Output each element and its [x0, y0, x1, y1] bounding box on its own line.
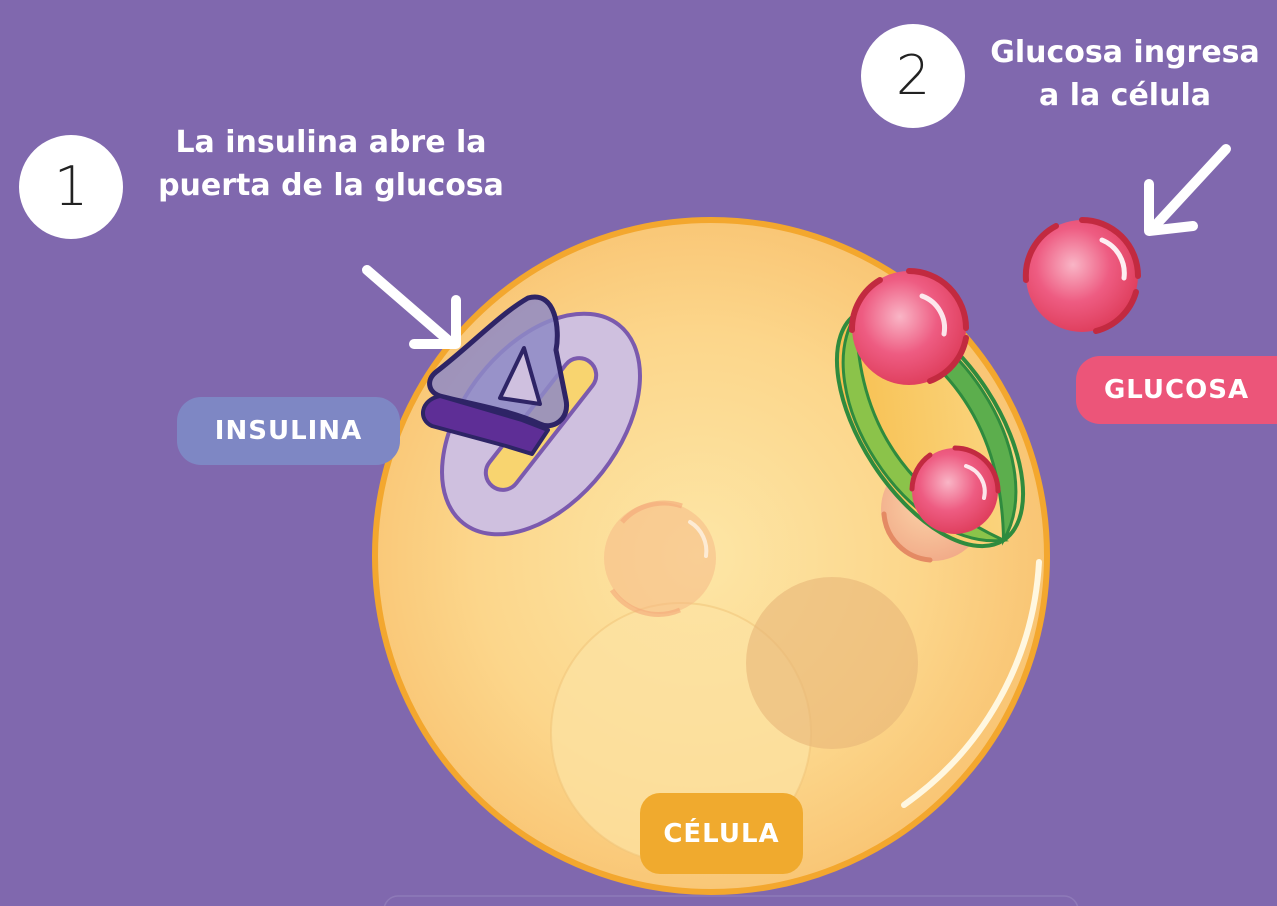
step-1-badge: 1 [19, 135, 123, 239]
cell-highlight [901, 559, 1042, 808]
glucose-bottom-channel [909, 445, 1001, 534]
step-1-number: 1 [53, 155, 89, 218]
step-1-caption-line1: La insulina abre la [175, 125, 487, 160]
arrow-icon [1144, 144, 1231, 236]
celula-label: CÉLULA [640, 793, 803, 874]
step-2-caption: Glucosa ingresa a la célula [979, 31, 1271, 117]
organelle [746, 577, 918, 749]
step-2-caption-line1: Glucosa ingresa [990, 35, 1260, 70]
step-2-badge: 2 [861, 24, 965, 128]
step-2-number: 2 [895, 44, 931, 107]
insulin-receptor-icon [421, 294, 642, 537]
insulina-label: INSULINA [177, 397, 400, 465]
glucose-molecule-icon [852, 271, 966, 385]
glucose-molecule-icon [1026, 220, 1138, 332]
glucose-outside [1022, 217, 1141, 334]
step-1-caption-line2: puerta de la glucosa [158, 168, 504, 203]
vesicle [604, 502, 716, 614]
arrow-icon [362, 265, 461, 349]
glucose-top-channel [848, 268, 969, 385]
step-2-caption-line2: a la célula [1039, 78, 1211, 113]
step-1-caption: La insulina abre la puerta de la glucosa [131, 121, 531, 207]
glucosa-label: GLUCOSA [1076, 356, 1277, 424]
frame-outline [383, 895, 1079, 906]
